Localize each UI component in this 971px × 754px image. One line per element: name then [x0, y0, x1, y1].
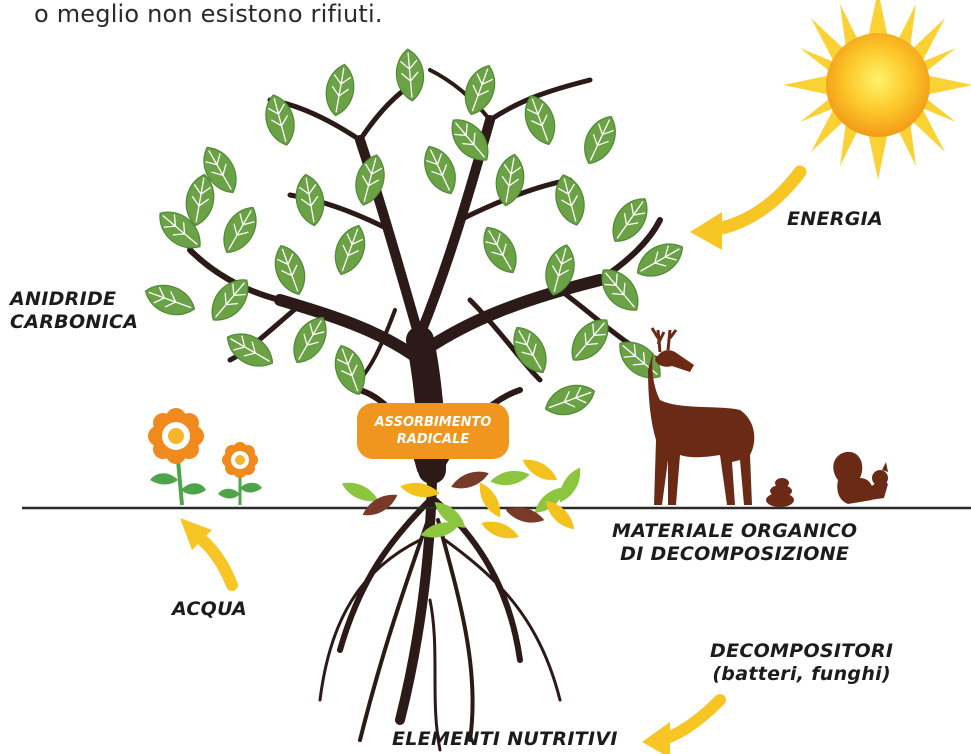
flower-icon — [218, 442, 262, 505]
label-anidride-line2: CARBONICA — [10, 311, 138, 334]
assorbimento-radicale-badge: ASSORBIMENTO RADICALE — [357, 403, 509, 459]
energy-arrow-icon — [690, 172, 800, 250]
squirrel-icon — [833, 452, 888, 504]
label-anidride-carbonica: ANIDRIDE CARBONICA — [10, 288, 138, 334]
label-acqua: ACQUA — [172, 598, 247, 621]
deer-icon — [648, 328, 754, 505]
sun-icon — [783, 0, 971, 180]
assorbimento-line1: ASSORBIMENTO — [375, 414, 492, 431]
label-decompositori: DECOMPOSITORI (batteri, funghi) — [710, 640, 893, 686]
decomposer-arrow-icon — [642, 700, 720, 754]
assorbimento-line2: RADICALE — [397, 431, 469, 448]
flower-icon — [148, 408, 206, 505]
water-arrow-icon — [180, 518, 232, 585]
label-energia: ENERGIA — [787, 208, 883, 231]
droppings-icon — [766, 478, 794, 507]
label-materiale-line1: MATERIALE ORGANICO — [612, 520, 857, 543]
label-materiale-organico: MATERIALE ORGANICO DI DECOMPOSIZIONE — [612, 520, 857, 566]
label-decompositori-line2: (batteri, funghi) — [710, 663, 893, 686]
label-decompositori-line1: DECOMPOSITORI — [710, 640, 893, 663]
label-elementi-nutritivi: ELEMENTI NUTRITIVI — [392, 728, 618, 751]
label-anidride-line1: ANIDRIDE — [10, 288, 138, 311]
label-materiale-line2: DI DECOMPOSIZIONE — [612, 543, 857, 566]
